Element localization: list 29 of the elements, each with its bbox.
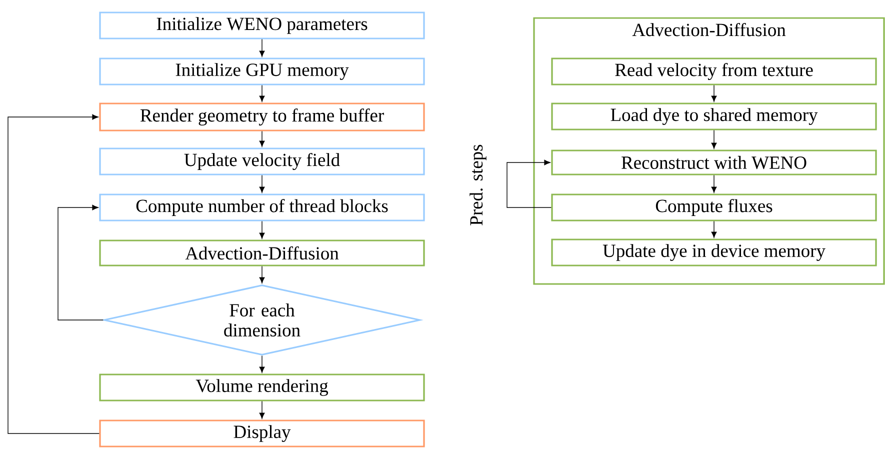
arrow (711, 220, 717, 238)
arrow (259, 220, 265, 239)
arrow (259, 400, 265, 419)
arrow (711, 130, 717, 149)
process-box: Compute fluxes (551, 194, 877, 222)
arrow (259, 355, 265, 373)
process-box: Compute number of thread blocks (99, 194, 425, 222)
process-box: Render geometry to frame buffer (99, 102, 425, 132)
arrow (259, 38, 265, 57)
arrow (259, 174, 265, 193)
arrow (259, 266, 265, 284)
process-box: Reconstruct with WENO (551, 150, 877, 176)
process-box: Update dye in device memory (551, 238, 877, 266)
process-box: Read velocity from texture (551, 58, 877, 86)
arrow (711, 174, 717, 193)
process-box: Initialize GPU memory (99, 58, 425, 86)
arrow (259, 130, 265, 147)
process-box: Advection-Diffusion (99, 240, 425, 266)
arrow (711, 84, 717, 102)
arrow (8, 114, 100, 434)
arrow (58, 204, 104, 320)
process-box: Display (99, 420, 425, 448)
arrow (259, 84, 265, 102)
side-label: Pred. steps (470, 144, 486, 226)
process-box: Update velocity field (99, 148, 425, 176)
arrow (506, 160, 552, 208)
process-box: Volume rendering (99, 374, 425, 402)
process-box: Initialize WENO parameters (99, 12, 425, 40)
process-box: Load dye to shared memory (551, 102, 877, 130)
